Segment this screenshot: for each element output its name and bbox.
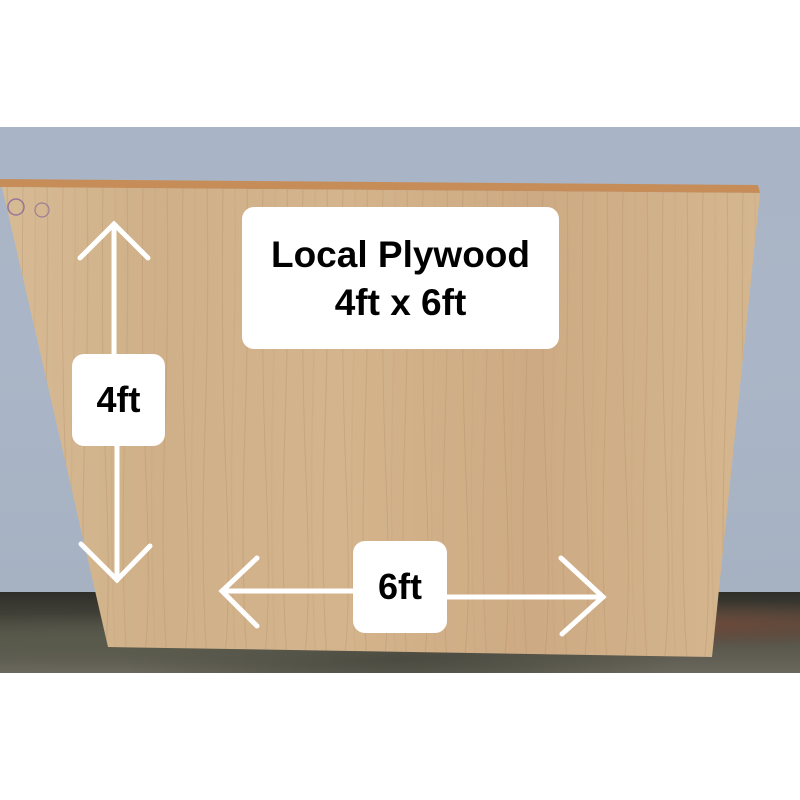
plywood-sheet (0, 127, 800, 673)
title-line-1: Local Plywood (270, 234, 531, 275)
photo (0, 127, 800, 673)
height-value: 4ft (96, 379, 141, 420)
height-label: 4ft (72, 354, 165, 446)
title-line-2: 4ft x 6ft (334, 282, 467, 323)
width-label: 6ft (353, 541, 447, 633)
width-value: 6ft (378, 566, 422, 607)
title-label: Local Plywood 4ft x 6ft (242, 207, 559, 349)
